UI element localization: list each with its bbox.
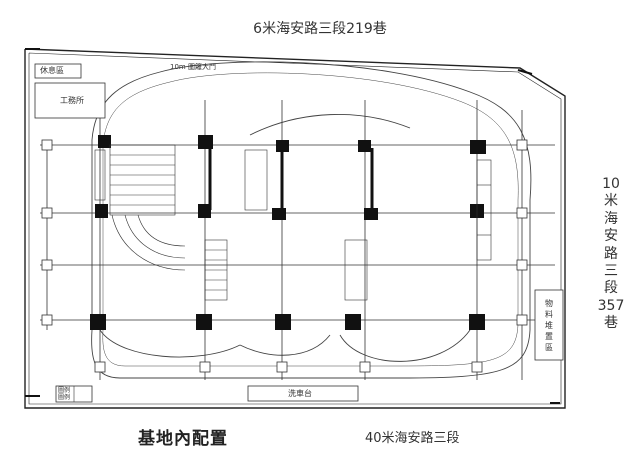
- office-label: 工務所: [60, 96, 84, 105]
- core-walls: [208, 148, 374, 215]
- main-gate-label: 10m 圍籬大門: [170, 63, 216, 71]
- car-wash-label: 洗車台: [288, 389, 312, 398]
- plan-title: 基地內配置: [138, 429, 228, 449]
- stair-core: [94, 144, 492, 301]
- rest-area-label: 休息區: [40, 66, 64, 75]
- car-wash-box: [247, 385, 359, 402]
- circulation-path: [91, 61, 532, 379]
- site-boundary: [24, 48, 566, 409]
- rest-area-box: [34, 63, 82, 79]
- perimeter-columns: [41, 139, 528, 373]
- bottom-road-label: 40米海安路三段: [365, 431, 460, 446]
- top-road-label: 6米海安路三段219巷: [253, 21, 387, 37]
- main-columns: [90, 135, 486, 330]
- storage-area-label: 物 料 堆 置 區: [545, 299, 553, 352]
- gate-marks: [25, 48, 560, 404]
- legend-label: 圖例 圖例: [58, 387, 71, 401]
- storage-box: [534, 289, 564, 361]
- office-box: [34, 82, 106, 119]
- right-road-label: 10 米 海 安 路 三 段 357 巷: [597, 176, 625, 332]
